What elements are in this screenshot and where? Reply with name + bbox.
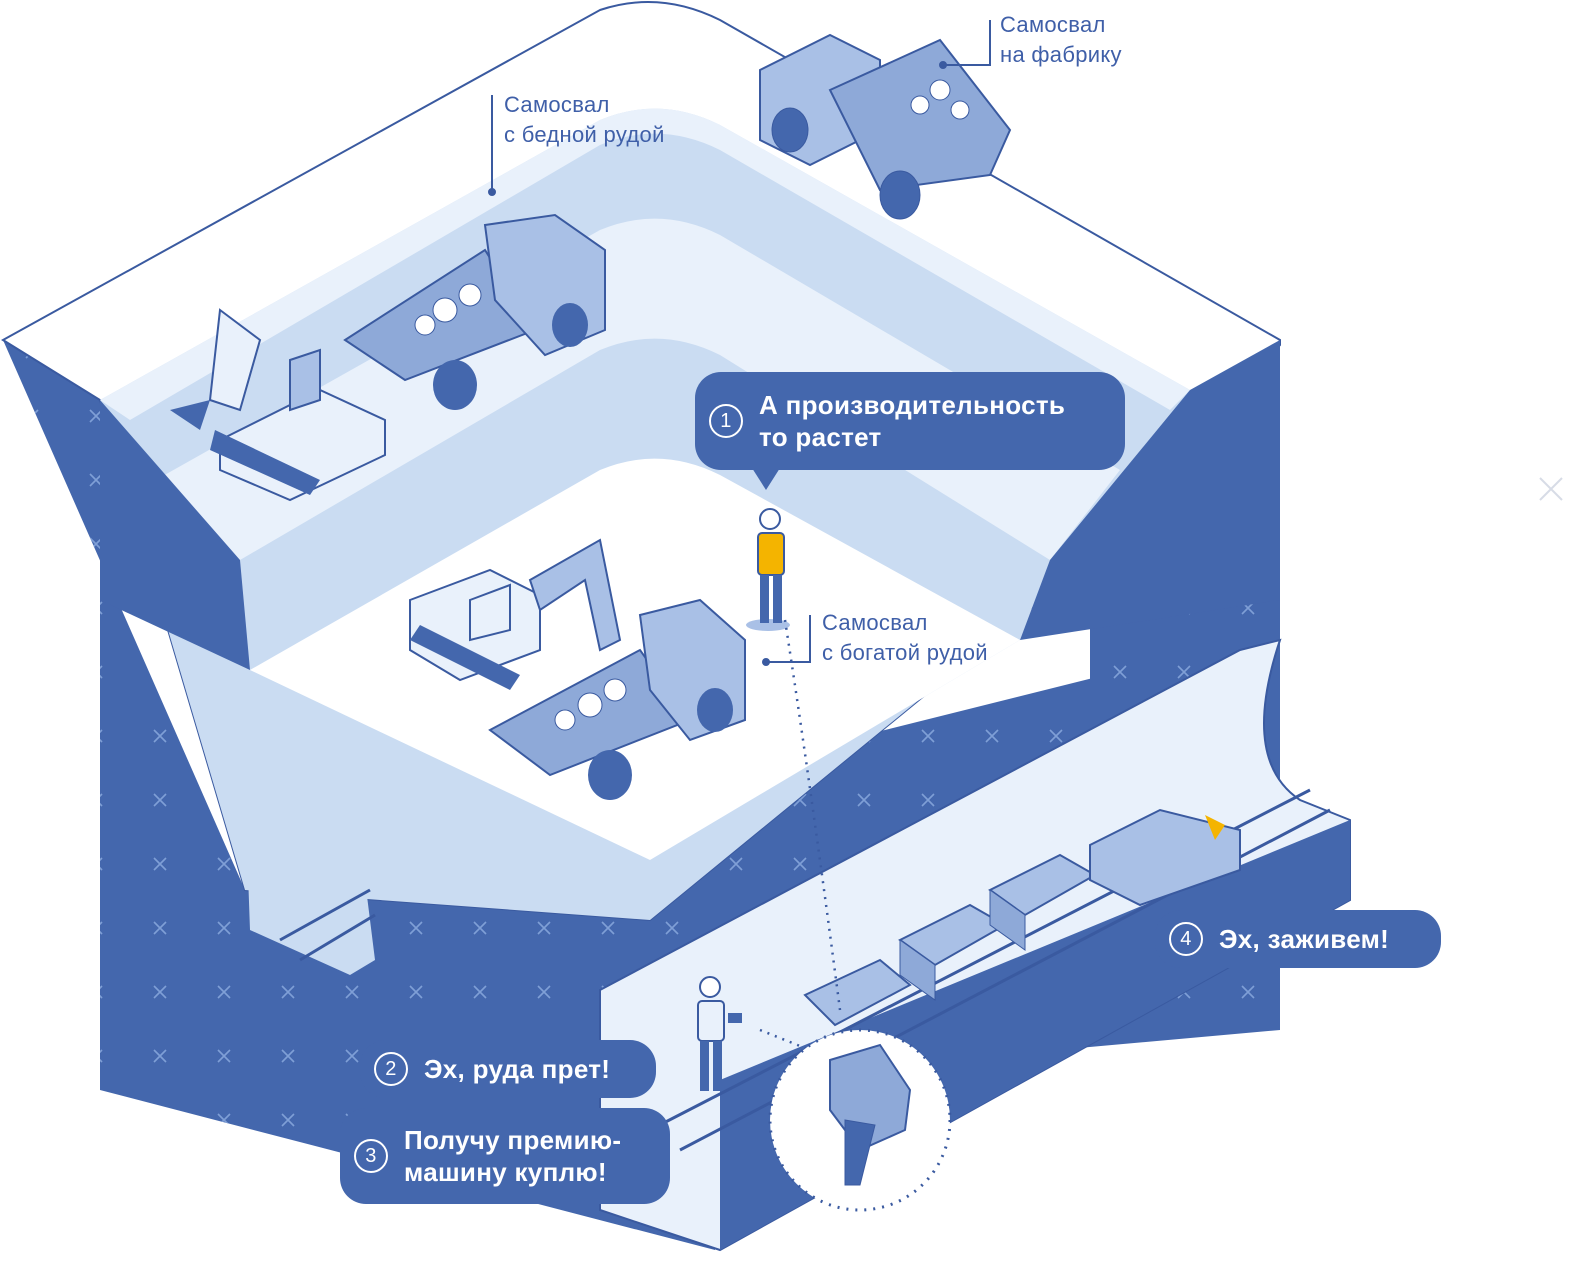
bubble-line: Эх, руда прет! [424, 1054, 611, 1084]
label-line: Самосвал [504, 92, 610, 117]
bubble-line: Эх, заживем! [1219, 924, 1390, 954]
label-line: на фабрику [1000, 42, 1122, 67]
bubble-4-tail [1190, 890, 1218, 912]
label-line: с богатой рудой [822, 640, 988, 665]
worker-icon [746, 508, 790, 631]
dump-truck-poor-ore-icon [343, 213, 606, 410]
bubble-text: Эх, руда прет! [424, 1053, 610, 1085]
bubble-1: 1 А производительность то растет [695, 372, 1125, 470]
label-line: Самосвал [1000, 12, 1106, 37]
bubble-text: Эх, заживем! [1219, 923, 1389, 955]
label-factory-truck: Самосвал на фабрику [1000, 10, 1122, 70]
bubble-line: то растет [759, 422, 882, 452]
bubble-text: А производительность то растет [759, 389, 1065, 453]
dump-truck-factory-icon [759, 33, 1012, 220]
dump-truck-rich-ore-icon [488, 598, 746, 800]
label-rich-ore-truck: Самосвал с богатой рудой [822, 608, 988, 668]
bubble-1-tail [752, 468, 780, 490]
bubble-text: Получу премию- машину куплю! [404, 1124, 621, 1188]
bubble-line: А производительность [759, 390, 1066, 420]
bubble-2: 2 Эх, руда прет! [360, 1040, 656, 1098]
bubble-number: 4 [1169, 922, 1203, 956]
bubble-number: 1 [709, 404, 743, 438]
label-poor-ore-truck: Самосвал с бедной рудой [504, 90, 665, 150]
label-line: Самосвал [822, 610, 928, 635]
label-line: с бедной рудой [504, 122, 665, 147]
bubble-3: 3 Получу премию- машину куплю! [340, 1108, 670, 1204]
bubble-4: 4 Эх, заживем! [1155, 910, 1441, 968]
bubble-number: 3 [354, 1139, 388, 1173]
bubble-line: машину куплю! [404, 1157, 607, 1187]
excavator-middle-icon [409, 538, 622, 690]
bubble-number: 2 [374, 1052, 408, 1086]
leader-lines [488, 20, 991, 666]
bubble-line: Получу премию- [404, 1125, 622, 1155]
excavator-top-icon [170, 308, 386, 502]
pit-terraces [100, 108, 1280, 921]
ore-train-icon [803, 808, 1241, 1027]
x-mark-icon [1539, 477, 1563, 501]
worker-xrf-icon [697, 976, 742, 1091]
xrf-analyzer-icon [768, 1028, 952, 1212]
